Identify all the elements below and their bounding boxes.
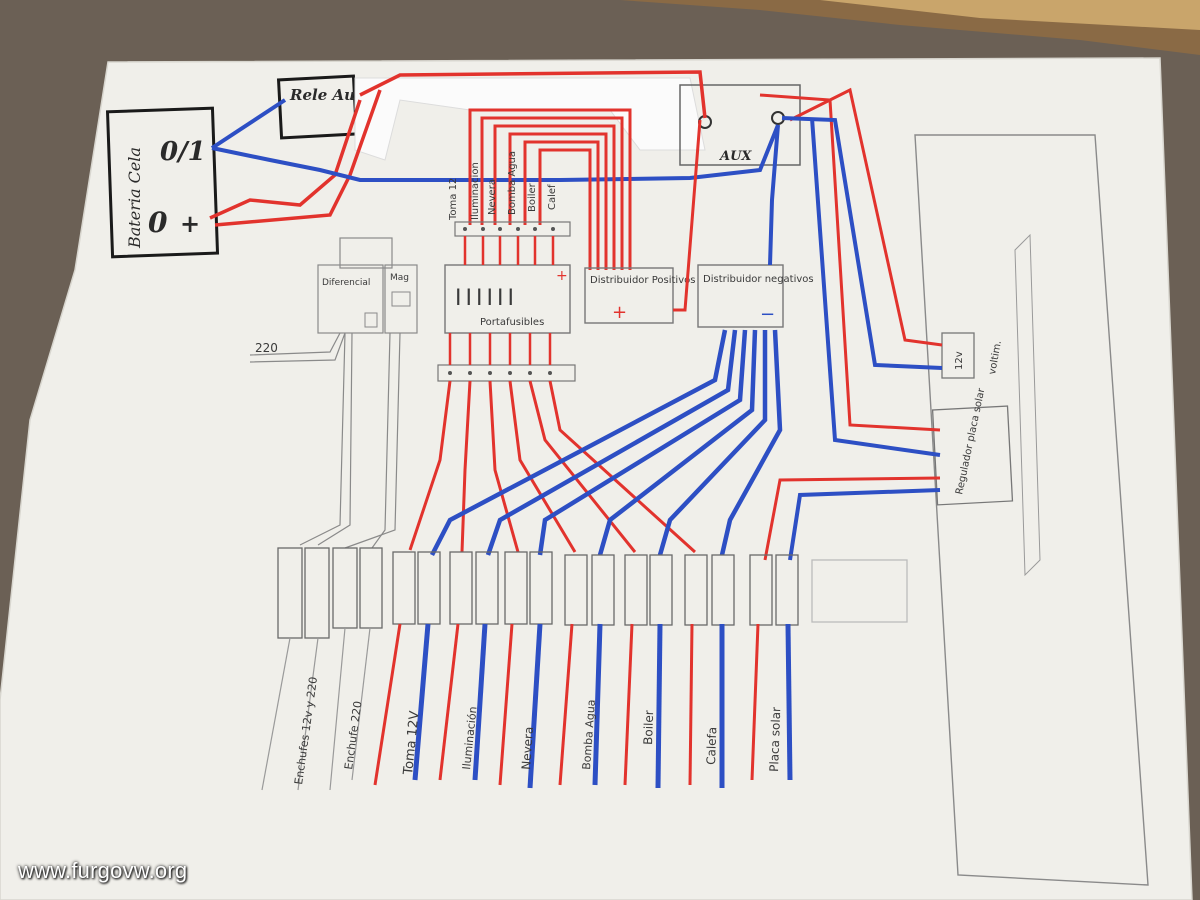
top-circuit-label: Iluminacion	[470, 162, 481, 220]
bottom-label: Boiler	[641, 710, 656, 745]
pencil-frame-inner	[1014, 233, 1041, 577]
mag-breaker: Mag	[384, 264, 418, 334]
positive-distributor-feed	[673, 119, 702, 312]
aux-label: AUX	[718, 149, 752, 164]
bottom-blue-outputs	[412, 623, 793, 789]
line-220-label: 220	[255, 341, 278, 355]
differential-breaker: Diferencial	[317, 237, 393, 334]
terminal-strip-middle	[437, 364, 576, 382]
negative-distributor: Distribuidor negativos −	[697, 264, 814, 328]
fuse-feed-wires	[463, 236, 555, 265]
battery-zero-label: 0	[148, 206, 168, 239]
bottom-terminal-row	[277, 547, 908, 639]
bottom-label: Placa solar	[767, 707, 783, 772]
bottom-label: Bomba Agua	[580, 699, 598, 770]
top-circuit-labels: Toma 12 Iluminacion Nevera Bomba Agua Bo…	[448, 151, 558, 221]
battery-switch-label: 0/1	[160, 137, 206, 167]
line-220-wire	[249, 332, 346, 363]
terminal-strip-top	[454, 221, 571, 237]
bottom-red-outputs	[373, 623, 760, 786]
battery-label: Bateria Cela	[125, 147, 144, 249]
negative-distributor-minus: −	[760, 304, 775, 325]
bottom-pencil-outputs	[261, 627, 371, 791]
voltmeter-12v-label: 12v	[954, 351, 965, 370]
wood-edge	[820, 0, 1200, 30]
fuse-output-short	[448, 333, 552, 365]
top-blue-wire	[210, 98, 780, 182]
top-circuit-label: Toma 12	[448, 178, 459, 221]
battery-box: Bateria Cela 0/1 0 +	[105, 106, 220, 259]
bottom-label: Nevera	[519, 726, 536, 770]
right-blue-wires	[781, 116, 943, 561]
positive-distributor: Distribuidor Positivos +	[584, 267, 695, 324]
top-red-wires	[209, 70, 707, 227]
positive-distributor-plus: +	[612, 302, 627, 323]
red-fan-wires	[408, 380, 697, 554]
top-circuit-label: Calef	[547, 184, 558, 210]
blue-fan-wires	[429, 329, 783, 557]
pencil-frame-right	[914, 134, 1149, 886]
fuse-box: IIIIII Portafusibles +	[444, 264, 571, 334]
top-circuit-label: Nevera	[487, 179, 498, 215]
pencil-drops	[299, 332, 401, 549]
right-red-wires	[759, 87, 943, 561]
fuse-box-label: Portafusibles	[480, 317, 544, 328]
fuse-marks: IIIIII	[455, 286, 518, 311]
bottom-label: Calefa	[704, 727, 719, 765]
mag-label: Mag	[390, 273, 409, 283]
paper-sheet	[0, 57, 1193, 900]
positive-distributor-label: Distribuidor Positivos	[590, 275, 695, 286]
top-circuit-label: Bomba Agua	[507, 151, 518, 215]
bottom-label: Toma 12V	[401, 710, 423, 776]
red-bundle-top	[468, 108, 632, 270]
negative-distributor-feed	[768, 124, 780, 266]
watermark: www.furgovw.org	[18, 858, 188, 883]
top-circuit-label: Boiler	[527, 182, 538, 212]
differential-label: Diferencial	[322, 278, 370, 288]
fuse-box-plus: +	[556, 268, 568, 284]
relay-label: Rele Aut	[289, 86, 362, 104]
negative-distributor-label: Distribuidor negativos	[703, 274, 814, 285]
battery-plus-label: +	[180, 209, 200, 238]
